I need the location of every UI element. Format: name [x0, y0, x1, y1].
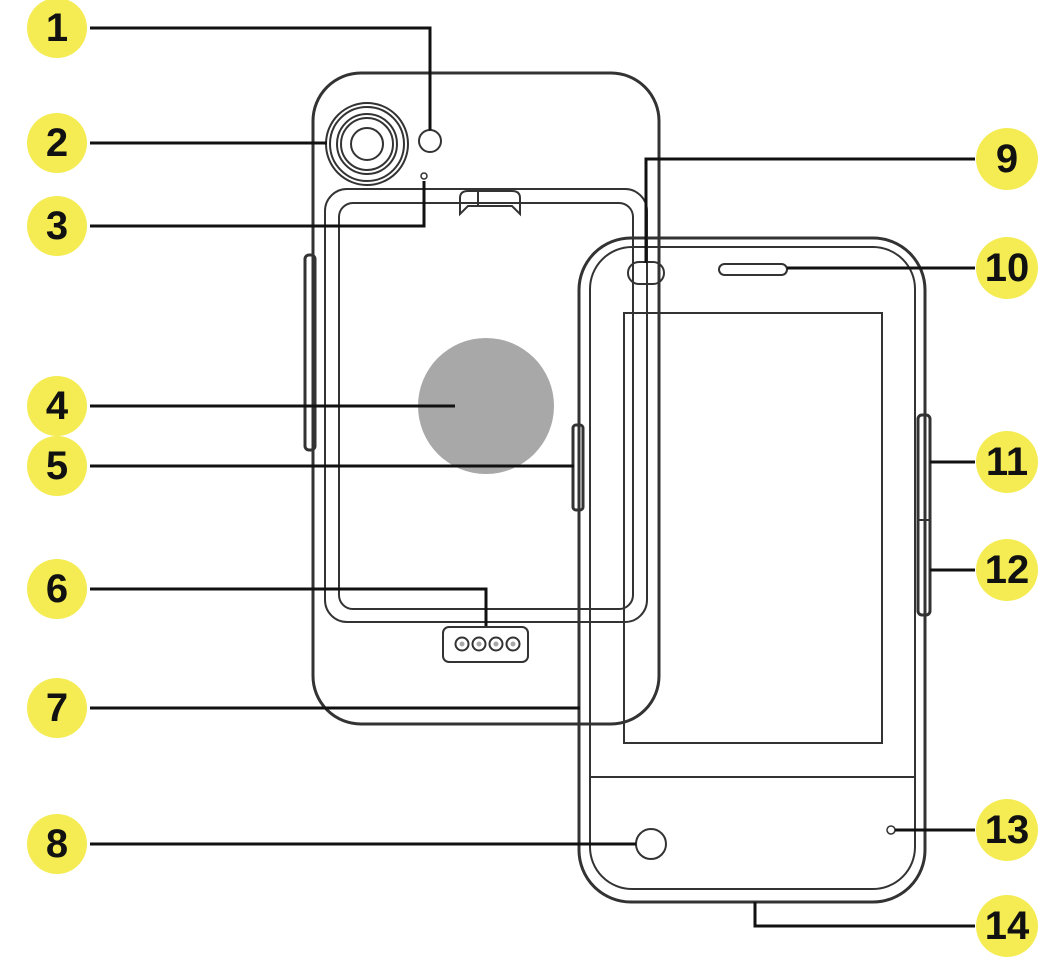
- earpiece-speaker: [718, 263, 788, 276]
- callout-12-label: 12: [985, 548, 1030, 592]
- leader-line-3: [90, 181, 426, 228]
- callout-11: 11: [976, 431, 1038, 493]
- back-body: [311, 71, 661, 726]
- callout-14-label: 14: [985, 904, 1030, 948]
- callout-2: 2: [27, 113, 87, 173]
- callout-11-label: 11: [986, 440, 1028, 484]
- rear-mic-hole: [420, 172, 428, 180]
- leader-line-1: [90, 26, 432, 130]
- callout-5: 5: [27, 436, 87, 496]
- charging-terminals: [442, 626, 529, 663]
- camera-lens-glass: [350, 127, 384, 161]
- cover-latch: [459, 190, 521, 217]
- callout-7-label: 7: [46, 686, 68, 730]
- camera-lens-ring-1: [329, 106, 405, 182]
- camera-lens-outer: [325, 102, 409, 186]
- front-body-bezel: [589, 246, 916, 890]
- home-button: [635, 828, 667, 860]
- leader-line-9: [644, 157, 975, 263]
- callout-10: 10: [976, 237, 1038, 299]
- callout-9-label: 9: [996, 137, 1018, 181]
- camera-lens-ring-3: [340, 117, 394, 171]
- callouts: 1 2 3 4 5 6 7 8: [27, 0, 1038, 957]
- camera-lens-ring-2: [336, 113, 398, 175]
- callout-6: 6: [27, 559, 87, 619]
- callout-14: 14: [976, 895, 1038, 957]
- callout-1: 1: [27, 0, 87, 58]
- front-mic-hole: [886, 825, 896, 835]
- callout-7: 7: [27, 678, 87, 738]
- charging-terminal-pins: [454, 636, 521, 652]
- phone-front-view: [571, 236, 932, 904]
- callout-2-label: 2: [46, 121, 68, 165]
- callout-6-label: 6: [46, 567, 68, 611]
- back-side-button: [303, 253, 317, 452]
- display-screen: [623, 312, 883, 744]
- leader-lines: [90, 26, 975, 928]
- callout-13-label: 13: [985, 808, 1030, 852]
- leader-line-14: [753, 902, 975, 928]
- callout-8-label: 8: [46, 822, 68, 866]
- callout-12: 12: [976, 539, 1038, 601]
- leader-line-6: [90, 587, 488, 626]
- callout-3: 3: [27, 196, 87, 256]
- callout-3-label: 3: [46, 204, 68, 248]
- callout-9: 9: [976, 128, 1038, 190]
- callout-1-label: 1: [46, 6, 68, 50]
- rear-speaker-mark: [418, 338, 554, 474]
- callout-4: 4: [27, 376, 87, 436]
- callout-4-label: 4: [46, 384, 69, 428]
- callout-10-label: 10: [985, 246, 1030, 290]
- phone-back-view: [303, 71, 661, 726]
- front-body: [577, 236, 927, 904]
- flash-light: [418, 129, 442, 153]
- callout-13: 13: [976, 799, 1038, 861]
- callout-5-label: 5: [46, 444, 68, 488]
- callout-8: 8: [27, 814, 87, 874]
